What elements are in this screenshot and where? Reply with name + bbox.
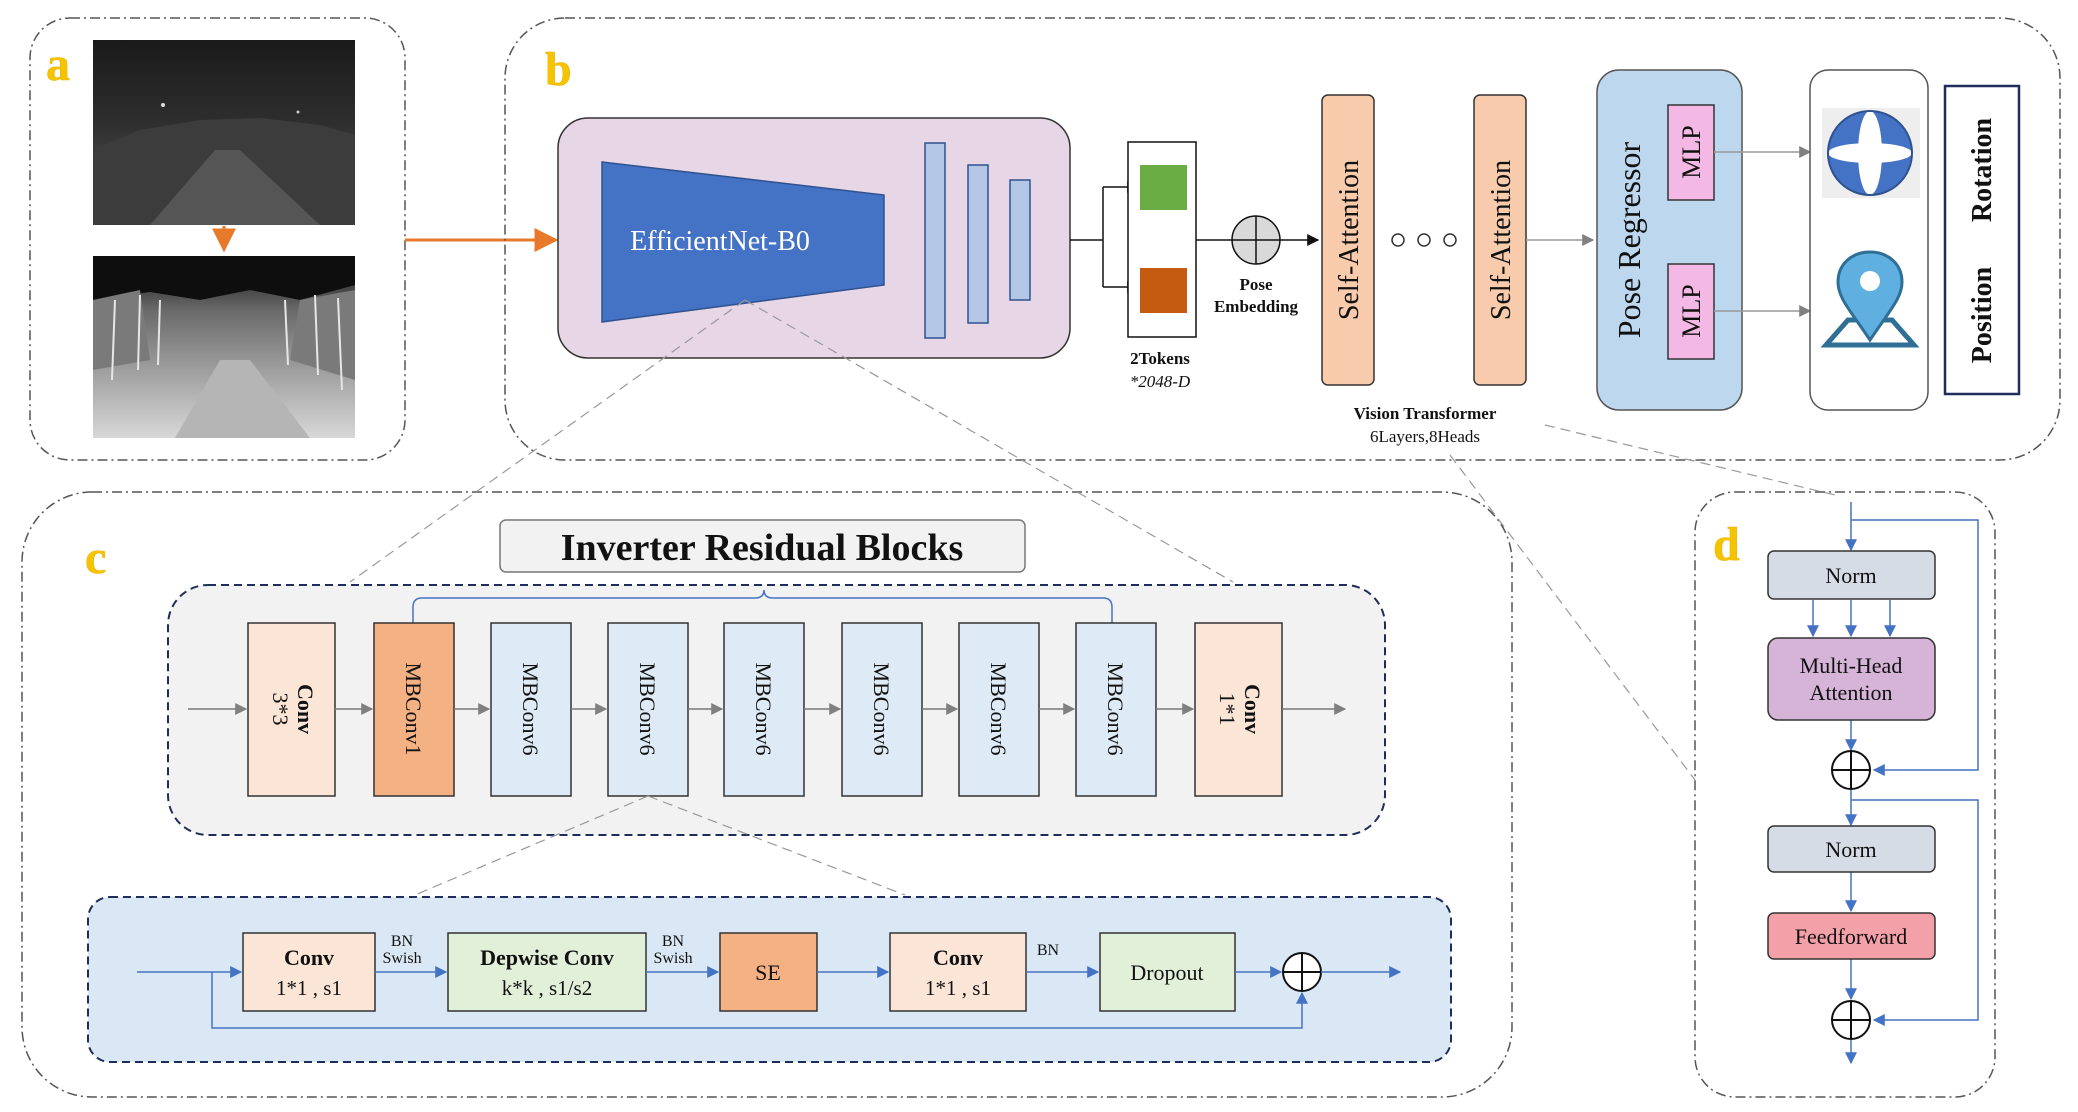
zoom-line (414, 795, 649, 896)
night-image (93, 40, 355, 225)
token-green (1140, 165, 1187, 210)
feature-bar-2 (967, 164, 989, 324)
svg-text:Norm: Norm (1825, 837, 1876, 862)
panel-a-label: a (46, 38, 70, 91)
block-mbconv6: MBConv6 (490, 622, 572, 797)
svg-text:MBConv1: MBConv1 (401, 663, 426, 756)
mbconv-bracket (412, 589, 1113, 623)
vit-title: Vision Transformer (1354, 404, 1497, 423)
panel-d-frame (1694, 491, 1996, 1098)
zoom-line (1449, 454, 1696, 781)
output-labels-box (1943, 84, 2021, 396)
detail-conv-2: Conv 1*1 , s1 (889, 932, 1027, 1012)
residual-add-icon (1282, 952, 1322, 992)
panel-a-frame (29, 17, 406, 461)
block-mbconv1: MBConv1 (373, 622, 455, 797)
svg-text:Multi-Head: Multi-Head (1800, 653, 1903, 678)
svg-text:MBConv6: MBConv6 (869, 663, 894, 756)
mlp-bottom-label: MLP (1677, 284, 1706, 337)
self-attention-label-2: Self-Attention (1486, 160, 1517, 320)
swish-label-1: Swish (382, 950, 421, 967)
efficientnet-trapezoid (601, 161, 885, 323)
rotation-label: Rotation (1967, 117, 1998, 222)
panel-c-title-box (499, 519, 1026, 573)
pose-embedding-label-2: Embedding (1214, 297, 1299, 316)
panel-c-frame (21, 491, 1513, 1098)
svg-text:Norm: Norm (1825, 563, 1876, 588)
globe-icon (1822, 108, 1920, 198)
svg-text:Dropout: Dropout (1130, 960, 1203, 985)
block-conv-3x3: Conv 3*3 (247, 622, 336, 797)
svg-text:Conv: Conv (933, 945, 983, 970)
panel-d-label: d (1713, 518, 1740, 571)
efficientnet-label: EfficientNet-B0 (630, 226, 810, 257)
d-feedforward: Feedforward (1767, 912, 1936, 960)
zoom-line (349, 299, 746, 583)
svg-text:Depwise Conv: Depwise Conv (480, 945, 614, 970)
block-mbconv6: MBConv6 (723, 622, 805, 797)
pose-embedding-label-1: Pose (1239, 275, 1273, 294)
svg-text:MBConv6: MBConv6 (751, 663, 776, 756)
zoom-line (647, 795, 906, 896)
detail-se: SE (719, 932, 818, 1012)
svg-text:MBConv6: MBConv6 (1103, 663, 1128, 756)
feature-bar-1 (924, 142, 946, 339)
svg-text:Conv: Conv (293, 684, 318, 734)
svg-text:k*k , s1/s2: k*k , s1/s2 (502, 976, 592, 1000)
ellipsis-dot (1443, 233, 1457, 247)
self-attention-label-1: Self-Attention (1334, 160, 1365, 320)
svg-text:MBConv6: MBConv6 (518, 663, 543, 756)
svg-text:1*1 , s1: 1*1 , s1 (276, 976, 342, 1000)
svg-text:MBConv6: MBConv6 (986, 663, 1011, 756)
tokens-dim: *2048-D (1130, 372, 1191, 391)
d-add-icon-1 (1831, 750, 1871, 790)
panel-b-frame (504, 17, 2061, 461)
swish-label-2: Swish (653, 950, 692, 967)
vit-subtitle: 6Layers,8Heads (1370, 427, 1480, 446)
detail-dropout: Dropout (1099, 932, 1236, 1012)
block-mbconv6: MBConv6 (958, 622, 1040, 797)
svg-text:Feedforward: Feedforward (1795, 924, 1907, 949)
token-orange (1140, 268, 1187, 313)
bn-label-3: BN (1037, 942, 1060, 959)
svg-text:Conv: Conv (1240, 684, 1265, 734)
mlp-bottom (1667, 263, 1715, 360)
ellipsis-dot (1391, 233, 1405, 247)
panel-b-label: b (545, 43, 572, 96)
bn-label-1: BN (391, 933, 414, 950)
panel-c-title: Inverter Residual Blocks (561, 527, 964, 569)
d-add-icon-2 (1831, 1000, 1871, 1040)
thermal-image (93, 256, 355, 438)
zoom-line (1544, 424, 1836, 496)
ellipsis-dot (1417, 233, 1431, 247)
panel-c-label: c (85, 531, 106, 584)
bn-label-2: BN (662, 933, 685, 950)
detail-depwise-conv: Depwise Conv k*k , s1/s2 (447, 932, 647, 1012)
block-mbconv6: MBConv6 (841, 622, 923, 797)
svg-text:3*3: 3*3 (268, 693, 293, 726)
svg-text:Conv: Conv (284, 945, 334, 970)
map-pin-icon (1820, 250, 1920, 348)
mlp-top-label: MLP (1677, 125, 1706, 178)
svg-text:Attention: Attention (1809, 680, 1892, 705)
svg-text:1*1 , s1: 1*1 , s1 (925, 976, 991, 1000)
svg-text:1*1: 1*1 (1215, 693, 1240, 726)
d-norm-2: Norm (1767, 825, 1936, 873)
block-mbconv6: MBConv6 (607, 622, 689, 797)
tokens-label: 2Tokens (1130, 349, 1190, 368)
pose-regressor-label: Pose Regressor (1611, 141, 1647, 338)
block-conv-1x1: Conv 1*1 (1194, 622, 1283, 797)
d-multi-head-attention: Multi-Head Attention (1767, 637, 1936, 721)
zoom-line (744, 299, 1234, 583)
feature-bar-3 (1009, 179, 1031, 301)
svg-text:SE: SE (755, 960, 781, 985)
block-mbconv6: MBConv6 (1075, 622, 1157, 797)
mlp-top (1667, 104, 1715, 201)
d-norm-1: Norm (1767, 550, 1936, 600)
position-label: Position (1967, 266, 1998, 363)
detail-conv-1: Conv 1*1 , s1 (242, 932, 376, 1012)
self-attention-block-1 (1321, 94, 1375, 386)
svg-text:MBConv6: MBConv6 (635, 663, 660, 756)
